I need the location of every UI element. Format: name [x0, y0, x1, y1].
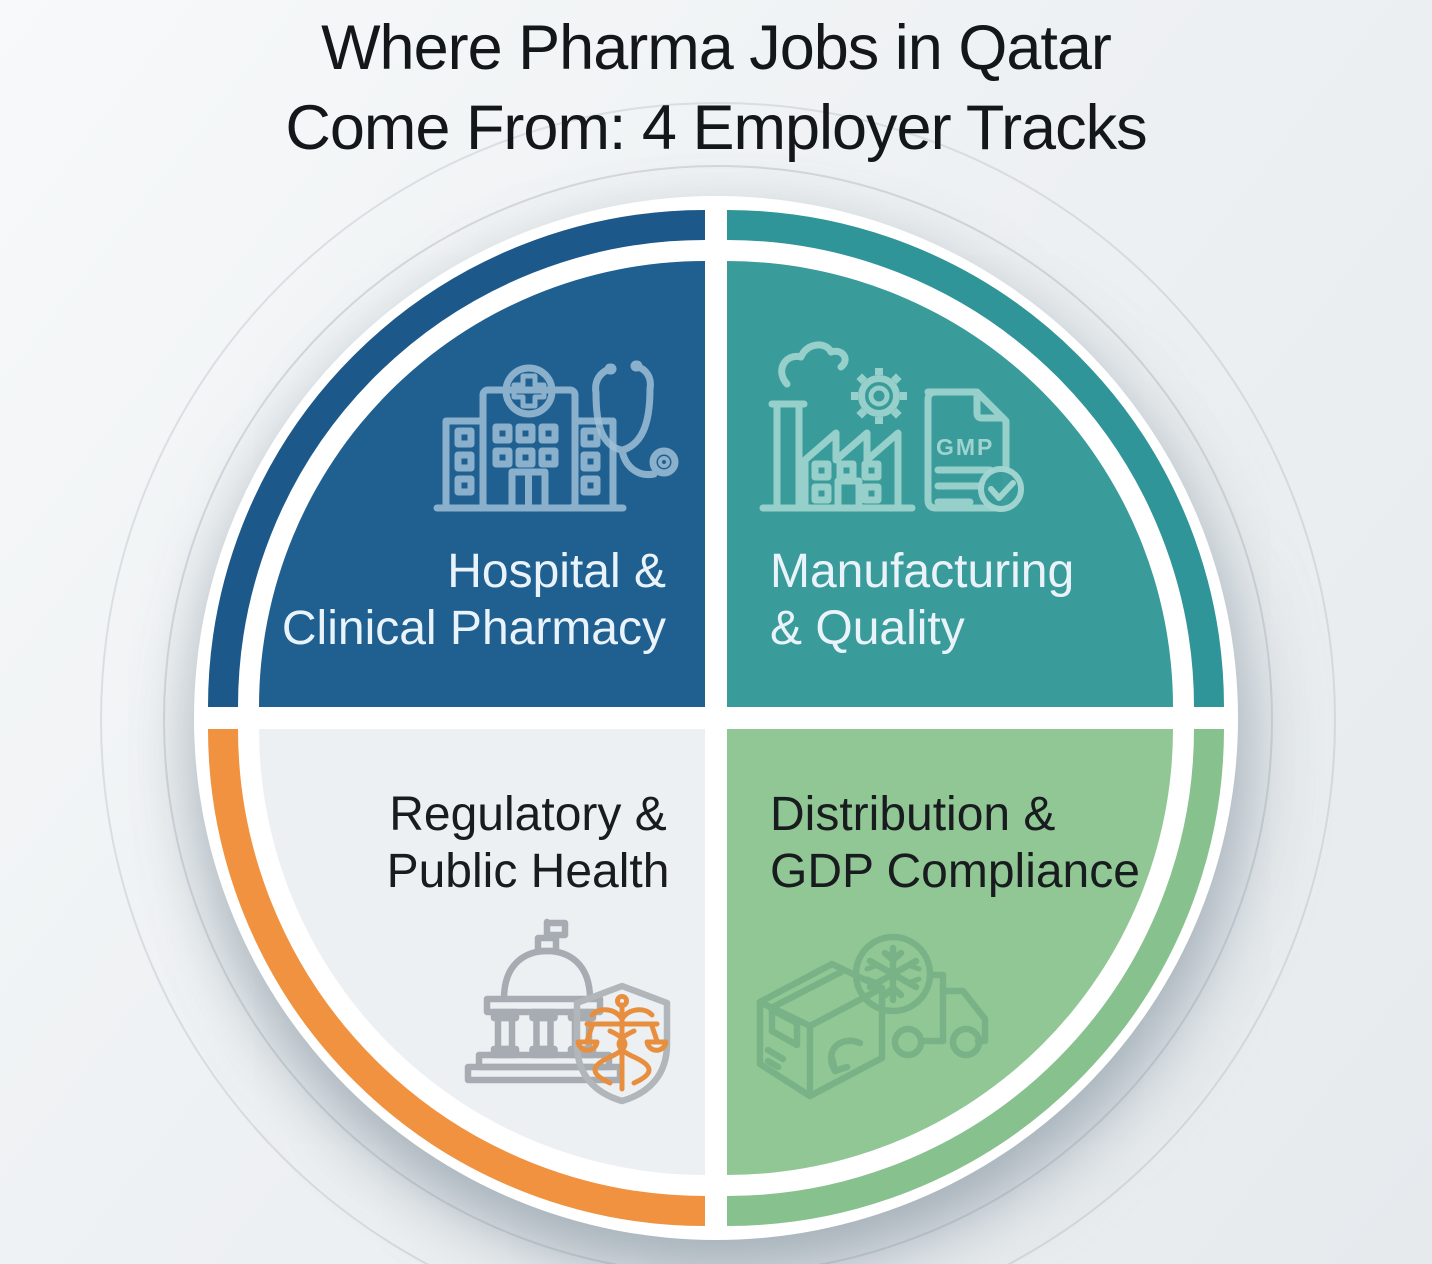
label-line: Hospital & — [447, 545, 666, 598]
label-hospital-clinical-pharmacy: Hospital & Clinical Pharmacy — [282, 543, 666, 657]
quadrant-regulatory-public-health — [208, 728, 706, 1226]
factory-icon — [759, 341, 916, 512]
package-box-icon — [756, 960, 886, 1100]
label-line: Public Health — [386, 845, 670, 898]
label-line: Clinical Pharmacy — [281, 602, 666, 655]
title-line-2: Come From: 4 Employer Tracks — [285, 93, 1147, 163]
label-line: Regulatory & — [389, 788, 667, 841]
shield-caduceus-icon — [573, 982, 671, 1105]
label-manufacturing-quality: Manufacturing & Quality — [770, 543, 1074, 657]
wedge-bottom-right — [727, 729, 1173, 1175]
ring-arc-bottom-right — [726, 728, 1224, 1226]
page-title: Where Pharma Jobs in Qatar Come From: 4 … — [0, 8, 1432, 168]
wedge-bottom-left — [259, 729, 705, 1175]
gear-icon — [851, 368, 907, 424]
quadrant-distribution-gdp — [726, 728, 1224, 1226]
label-line: GDP Compliance — [770, 845, 1140, 898]
label-distribution-gdp-compliance: Distribution & GDP Compliance — [770, 786, 1140, 900]
ring-arc-top-left — [208, 210, 706, 708]
stethoscope-icon — [592, 360, 679, 479]
label-line: Manufacturing — [770, 545, 1075, 598]
label-line: & Quality — [770, 602, 965, 655]
delivery-truck-icon — [891, 971, 989, 1059]
label-line: Distribution & — [770, 788, 1056, 841]
ring-arc-top-right — [726, 210, 1224, 708]
hospital-building-icon — [433, 364, 627, 512]
check-circle-icon — [978, 466, 1024, 512]
gmp-label: GMP — [936, 434, 994, 460]
title-line-1: Where Pharma Jobs in Qatar — [321, 13, 1112, 83]
label-regulatory-public-health: Regulatory & Public Health — [328, 786, 728, 900]
ring-arc-bottom-left — [208, 728, 706, 1226]
